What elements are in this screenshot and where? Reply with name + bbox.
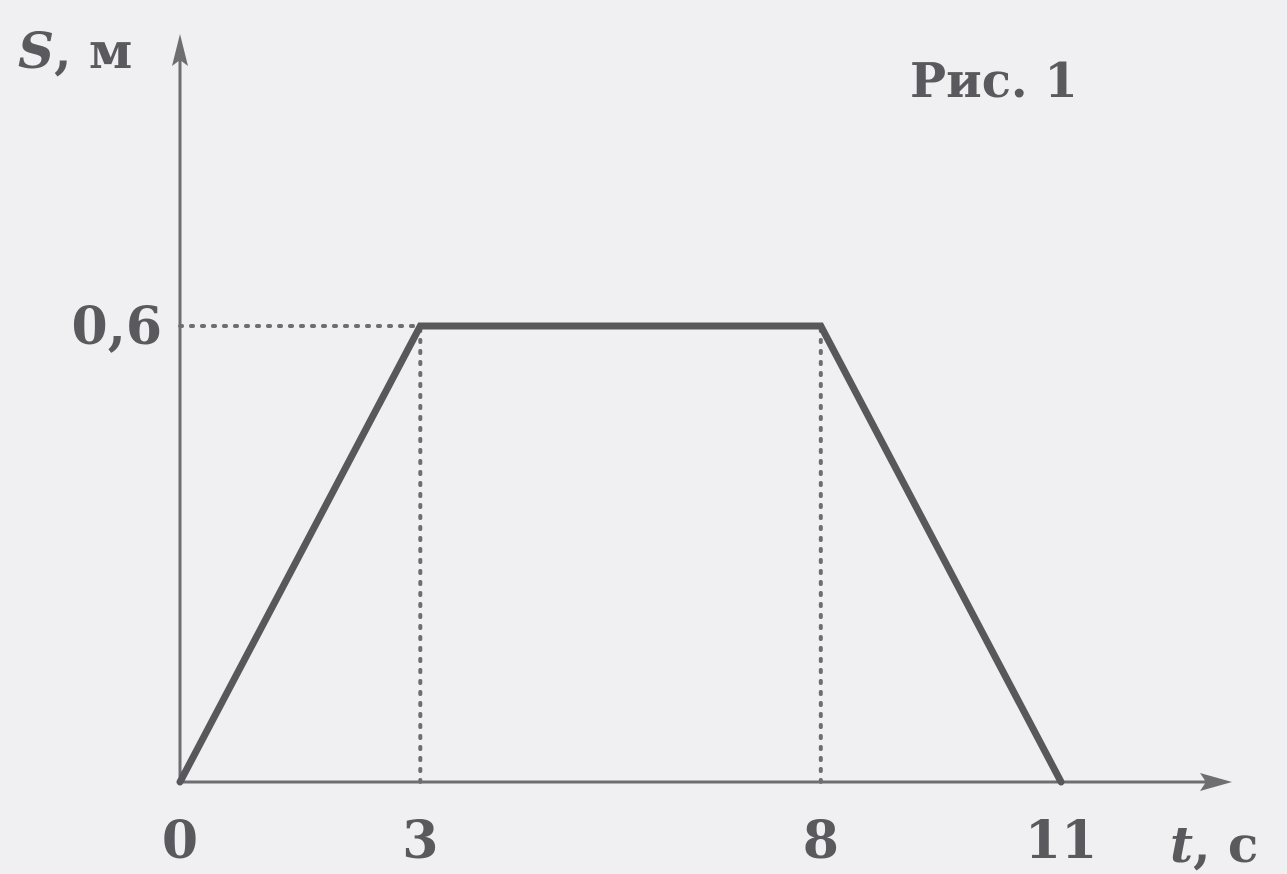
- y-axis-unit: , м: [54, 21, 132, 80]
- x-axis-unit: , с: [1193, 815, 1258, 874]
- y-axis-variable: S: [18, 21, 54, 80]
- axes: [172, 34, 1232, 791]
- y-axis-title: S, м: [18, 21, 132, 80]
- x-tick-label: 0: [162, 810, 198, 871]
- guide-lines: [178, 324, 823, 784]
- figure-title: Рис. 1: [910, 53, 1078, 109]
- y-axis-arrow-icon: [172, 34, 188, 66]
- y-tick-label: 0,6: [72, 296, 162, 357]
- series-line-1: [176, 322, 1065, 786]
- x-tick-label: 11: [1025, 810, 1097, 871]
- x-tick-label: 8: [803, 810, 839, 871]
- series: [176, 322, 1065, 786]
- tick-labels: 0 3 8 11 0,6: [72, 296, 1098, 871]
- x-axis-variable: t: [1170, 815, 1193, 874]
- x-tick-label: 3: [402, 810, 438, 871]
- x-axis-arrow-icon: [1200, 773, 1232, 791]
- x-axis-title: t, с: [1170, 815, 1258, 874]
